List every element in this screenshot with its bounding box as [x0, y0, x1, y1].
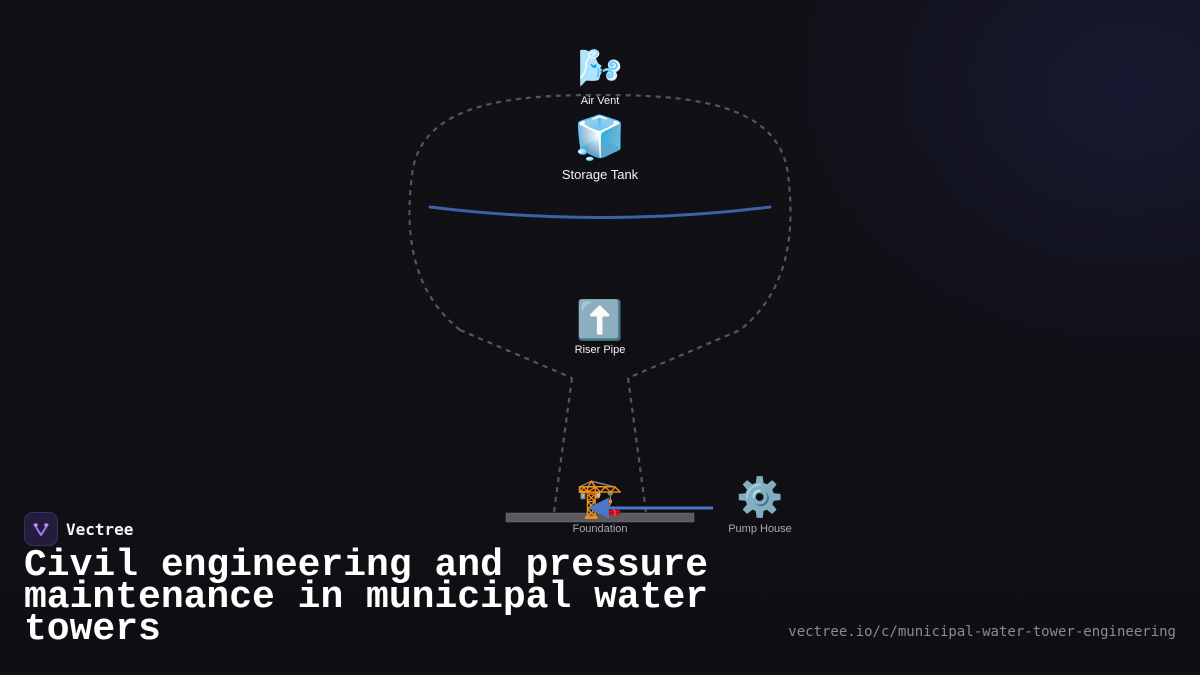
air-vent-label: Air Vent — [581, 95, 620, 107]
left-leg — [552, 377, 574, 513]
brand-name: Vectree — [66, 519, 134, 539]
riser-pipe-icon: ⬆️ — [576, 298, 623, 342]
pump-house-label: Pump House — [728, 523, 792, 535]
node-riser-pipe: ⬆️ Riser Pipe — [575, 298, 626, 356]
right-leg — [626, 377, 648, 513]
vectree-logo-icon — [24, 512, 58, 546]
foundation-label: Foundation — [572, 523, 627, 535]
node-foundation: 🏗️ Foundation — [572, 476, 627, 535]
page-title: Civil engineering and pressure maintenan… — [24, 544, 709, 651]
water-level-line — [428, 205, 772, 219]
storage-tank-icon: 🧊 — [574, 113, 626, 163]
tank-outline-left-neck — [459, 328, 573, 380]
foundation-icon: 🏗️ — [576, 476, 623, 520]
air-vent-icon: 🌬️ — [578, 48, 623, 89]
storage-tank-label: Storage Tank — [562, 167, 639, 182]
node-storage-tank: 🧊 Storage Tank — [562, 113, 639, 182]
riser-pipe-label: Riser Pipe — [575, 344, 626, 356]
node-air-vent: 🌬️ Air Vent — [578, 48, 623, 107]
pump-house-icon: ⚙️ — [736, 475, 783, 519]
brand: Vectree — [24, 512, 133, 546]
node-pump-house: ⚙️ Pump House — [728, 475, 792, 535]
page-url[interactable]: vectree.io/c/municipal-water-tower-engin… — [788, 624, 1176, 640]
tank-outline — [408, 93, 792, 380]
